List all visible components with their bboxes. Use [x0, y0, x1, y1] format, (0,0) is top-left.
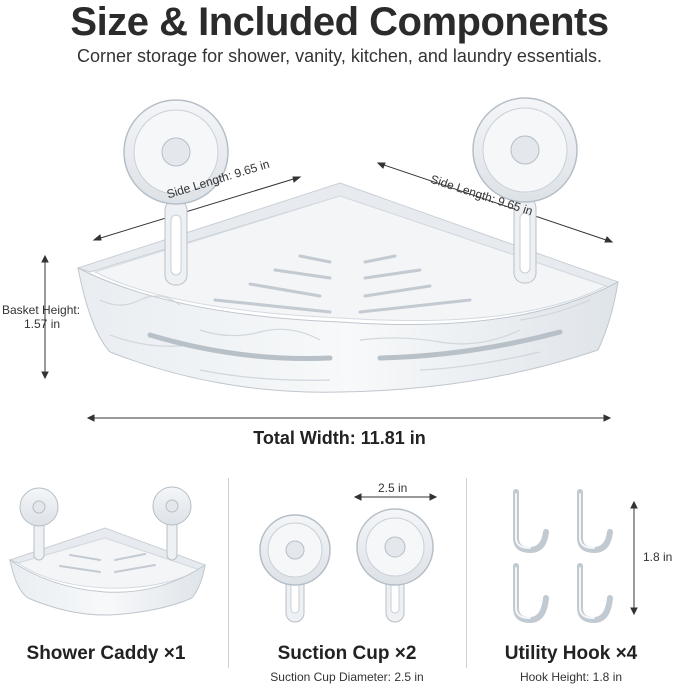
divider-left — [228, 478, 229, 668]
corner-basket — [76, 182, 619, 393]
divider-right — [466, 478, 467, 668]
page-subtitle: Corner storage for shower, vanity, kitch… — [77, 46, 602, 66]
small-caddy-illustration — [8, 486, 206, 616]
suction-cup-item-1 — [259, 514, 331, 623]
basket-height-label-line1: Basket Height: — [2, 303, 81, 317]
page-title: Size & Included Components — [70, 0, 609, 44]
component-detail-utility-hook: Hook Height: 1.8 in — [519, 670, 623, 684]
side-length-left-line — [92, 176, 302, 241]
hook-height-line — [630, 500, 638, 616]
basket-height-line — [41, 254, 49, 380]
suction-cup-dimension-label: 2.5 in — [378, 481, 408, 495]
utility-hooks-highlight — [515, 493, 595, 619]
component-label-suction-cup: Suction Cup ×2 — [277, 643, 417, 664]
component-label-shower-caddy: Shower Caddy ×1 — [26, 643, 186, 664]
basket-height-label: Basket Height: 1.57 in — [2, 303, 80, 331]
main-suction-cup-left — [123, 99, 229, 286]
suction-cup-dimension-line — [353, 493, 438, 501]
side-length-right-line — [376, 162, 614, 243]
component-label-utility-hook: Utility Hook ×4 — [504, 643, 638, 664]
total-width-line — [86, 414, 612, 422]
basket-height-label-line2: 1.57 in — [24, 317, 61, 331]
utility-hooks — [513, 489, 613, 624]
hook-height-dimension-label: 1.8 in — [643, 550, 673, 564]
component-detail-suction-cup: Suction Cup Diameter: 2.5 in — [270, 670, 424, 684]
total-width-label: Total Width: 11.81 in — [253, 428, 426, 448]
main-suction-cup-right — [472, 97, 578, 284]
suction-cup-item-2 — [356, 508, 434, 623]
